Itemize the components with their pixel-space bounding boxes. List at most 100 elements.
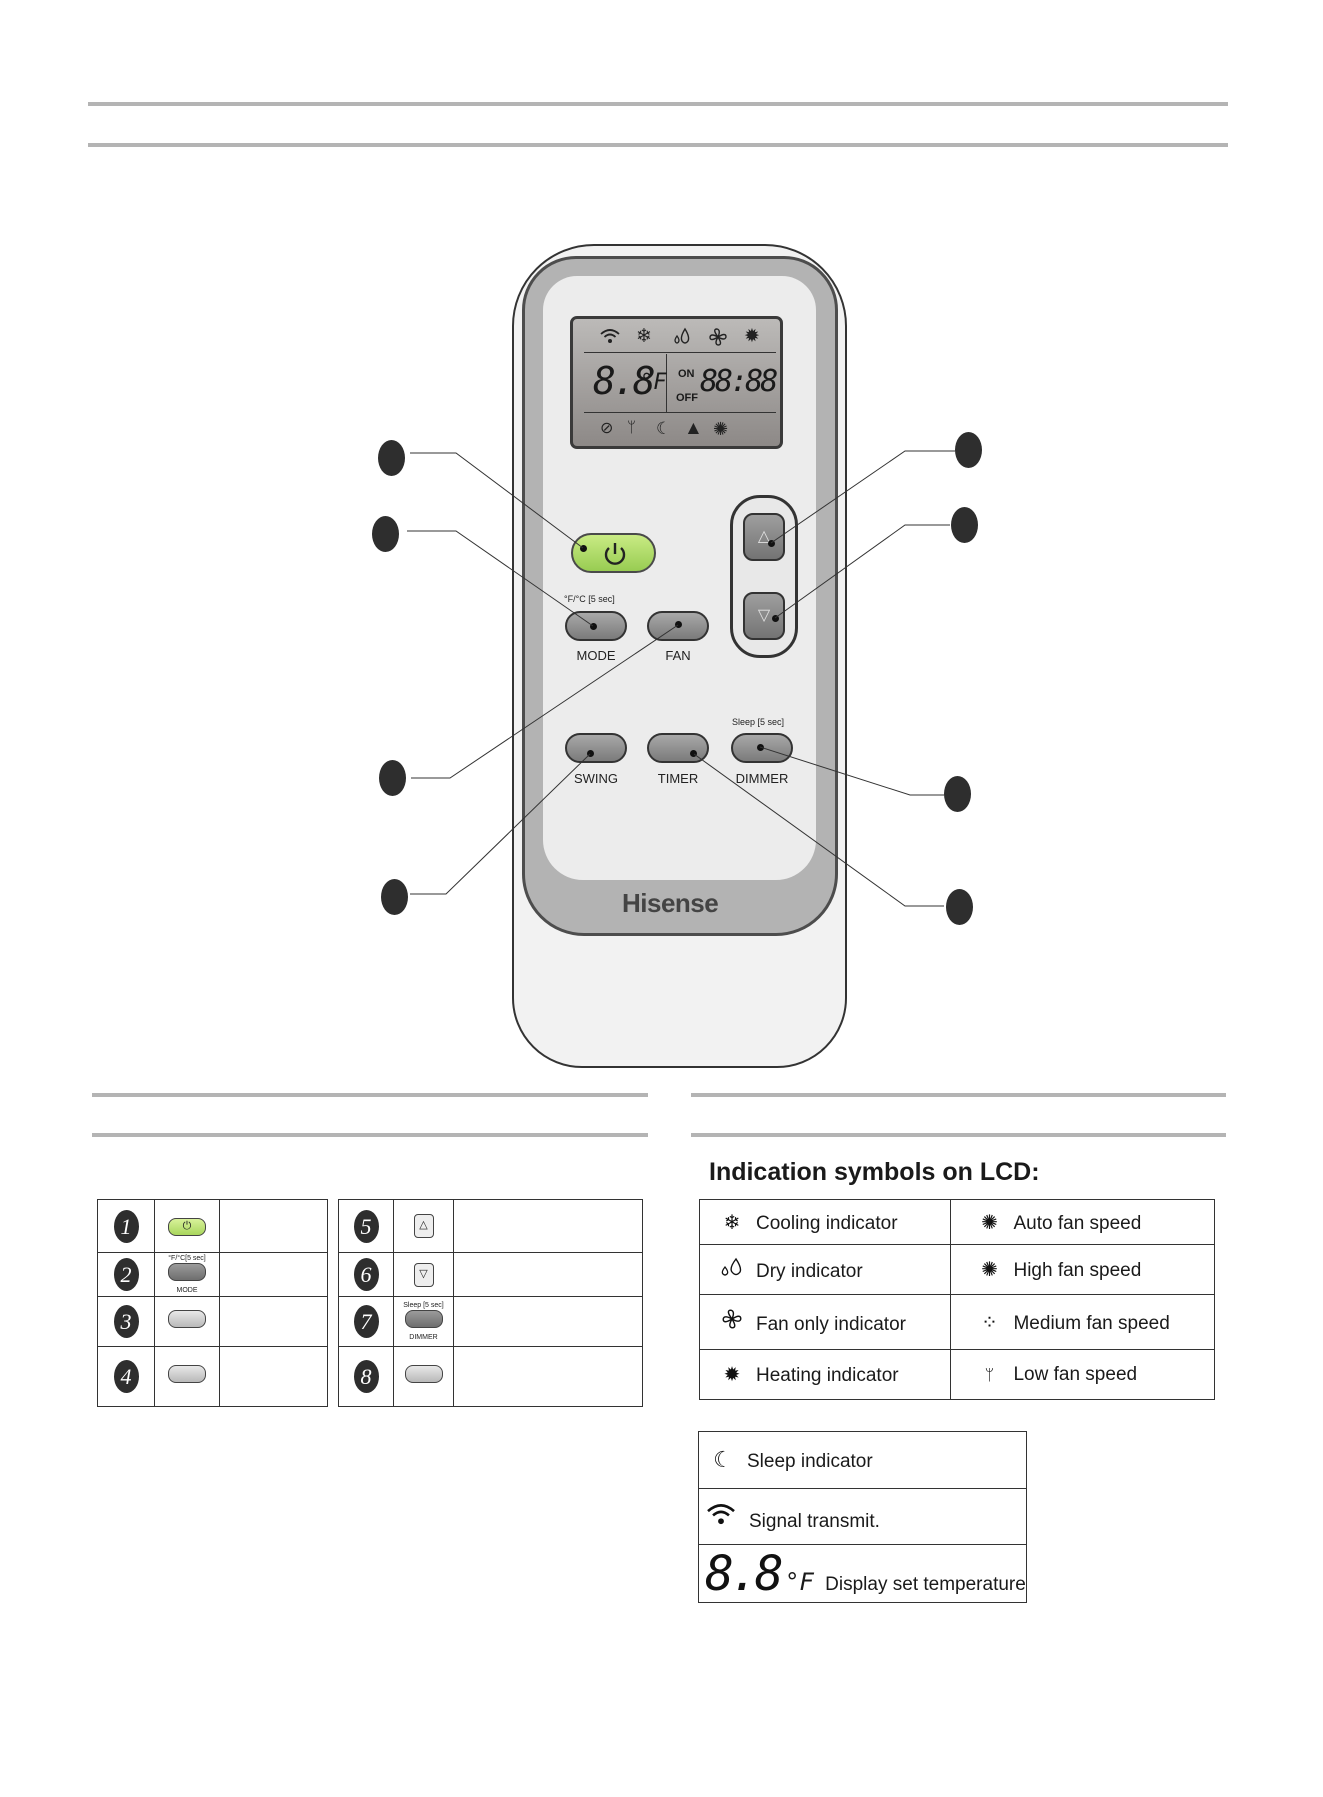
power-key-icon: ⏻ bbox=[168, 1218, 206, 1236]
table-row: Fan only indicator ⁘ Medium fan speed bbox=[698, 1294, 1215, 1350]
auto-fan-icon: ✺ bbox=[981, 1211, 998, 1234]
top-rule-1 bbox=[88, 102, 1228, 106]
swing-dot bbox=[587, 750, 594, 757]
table-row: ✹ Heating indicator ᛘ Low fan speed bbox=[698, 1349, 1215, 1400]
temp-digits-icon: 8.8 bbox=[705, 1545, 784, 1602]
callout-7 bbox=[944, 776, 971, 812]
table-row: Signal transmit. bbox=[698, 1488, 1027, 1545]
key-number-8: 8 bbox=[353, 1360, 379, 1393]
key-number-4: 4 bbox=[113, 1360, 139, 1393]
up-dot bbox=[768, 540, 775, 547]
drops-icon bbox=[672, 327, 692, 349]
table-row: 3 7 Sleep [5 sec] DIMMER bbox=[97, 1296, 643, 1347]
timer-label: TIMER bbox=[657, 771, 699, 786]
indication-title: Indication symbols on LCD: bbox=[709, 1158, 1040, 1186]
timer-dot bbox=[690, 750, 697, 757]
callout-8 bbox=[946, 889, 973, 925]
high-fan-icon: ✺ bbox=[981, 1259, 998, 1281]
sun-icon: ✹ bbox=[723, 1364, 741, 1386]
power-icon bbox=[600, 539, 630, 574]
key-number-6: 6 bbox=[353, 1258, 379, 1291]
dimmer-key-top-label: Sleep [5 sec] bbox=[403, 1302, 444, 1309]
table-row: 2 °F/°C[5 sec] MODE 6 ▽ bbox=[97, 1252, 643, 1297]
left-rule-1 bbox=[92, 1093, 648, 1097]
lcd-screen bbox=[570, 316, 783, 449]
left-rule-2 bbox=[92, 1133, 648, 1137]
dry-label: Dry indicator bbox=[756, 1260, 863, 1282]
table-row: 4 8 bbox=[97, 1346, 643, 1407]
right-rule-2 bbox=[691, 1133, 1226, 1137]
swing-label: SWING bbox=[573, 771, 619, 786]
sleep-icon: ☾ bbox=[713, 1447, 733, 1472]
dimmer-top-label: Sleep [5 sec] bbox=[732, 717, 785, 727]
key-number-7: 7 bbox=[353, 1305, 379, 1338]
timer-button[interactable] bbox=[647, 733, 709, 763]
key-number-2: 2 bbox=[113, 1258, 139, 1291]
dimmer-key-icon bbox=[404, 1310, 443, 1328]
right-rule-1 bbox=[691, 1093, 1226, 1097]
signal-icon bbox=[703, 1501, 739, 1533]
table-row: 1 ⏻ 5 △ bbox=[97, 1199, 643, 1253]
down-dot bbox=[772, 615, 779, 622]
low-fan-icon: ᛘ bbox=[984, 1366, 995, 1384]
lcd-divider-bottom bbox=[584, 412, 776, 413]
lcd-temp-digits: 8.8 bbox=[593, 359, 656, 403]
fan-dot bbox=[675, 621, 682, 628]
lcd-on-label: ON bbox=[678, 368, 695, 380]
callout-6 bbox=[951, 507, 978, 543]
up-key-icon: △ bbox=[413, 1214, 434, 1238]
mode-key-top-label: °F/°C[5 sec] bbox=[168, 1255, 206, 1262]
drops-icon bbox=[718, 1257, 746, 1283]
callout-5 bbox=[955, 432, 982, 468]
dimmer-label: DIMMER bbox=[735, 771, 789, 786]
swing-button[interactable] bbox=[565, 733, 627, 763]
mode-key-icon bbox=[168, 1263, 206, 1281]
fan-only-label: Fan only indicator bbox=[756, 1314, 906, 1335]
callout-2 bbox=[372, 516, 399, 552]
dimmer-key-bottom-label: DIMMER bbox=[409, 1334, 438, 1341]
auto-fan-icon: ✺ bbox=[713, 419, 729, 439]
signal-label: Signal transmit. bbox=[749, 1510, 880, 1532]
fan-label: FAN bbox=[665, 648, 691, 663]
snowflake-icon: ❄ bbox=[723, 1211, 741, 1234]
callout-1 bbox=[378, 440, 405, 476]
fan-key-icon bbox=[168, 1310, 206, 1328]
swing-key-icon bbox=[168, 1365, 206, 1383]
power-button[interactable] bbox=[571, 533, 656, 573]
table-row: ❄ Cooling indicator ✺ Auto fan speed bbox=[698, 1199, 1215, 1245]
callout-4 bbox=[381, 879, 408, 915]
timer-key-icon bbox=[404, 1365, 443, 1383]
fan-icon bbox=[718, 1308, 746, 1336]
lcd-off-label: OFF bbox=[676, 392, 698, 404]
heating-label: Heating indicator bbox=[756, 1365, 899, 1386]
medium-fan-icon: ⁘ bbox=[981, 1311, 998, 1334]
low-fan-icon: ᛘ bbox=[627, 419, 637, 436]
key-number-3: 3 bbox=[113, 1305, 139, 1338]
display-temp-label: Display set temperature bbox=[825, 1573, 1026, 1595]
table-row: Dry indicator ✺ High fan speed bbox=[698, 1244, 1215, 1295]
auto-fan-label: Auto fan speed bbox=[1013, 1212, 1142, 1234]
brand-logo: Hisense bbox=[622, 888, 719, 918]
power-dot bbox=[580, 545, 587, 552]
mode-button[interactable] bbox=[565, 611, 627, 641]
callout-3 bbox=[379, 760, 406, 796]
sleep-label: Sleep indicator bbox=[747, 1451, 873, 1472]
fan-icon bbox=[708, 327, 728, 351]
temp-unit-icon: °F bbox=[784, 1567, 814, 1596]
lcd-timer-digits: 88:88 bbox=[700, 364, 778, 399]
medium-fan-label: Medium fan speed bbox=[1013, 1312, 1170, 1334]
mode-label: MODE bbox=[576, 648, 616, 663]
triangle-icon: ▲ bbox=[684, 418, 703, 439]
cooling-label: Cooling indicator bbox=[756, 1212, 898, 1234]
temp-up-button[interactable]: △ bbox=[743, 513, 785, 561]
table-row: 8.8 °F Display set temperature bbox=[698, 1544, 1027, 1603]
low-fan-label: Low fan speed bbox=[1013, 1363, 1138, 1385]
mode-dot bbox=[590, 623, 597, 630]
lcd-temp-unit: °F bbox=[640, 370, 667, 395]
mode-key-bottom-label: MODE bbox=[176, 1287, 198, 1294]
mode-top-label: °F/°C [5 sec] bbox=[564, 594, 615, 604]
top-rule-2 bbox=[88, 143, 1228, 147]
signal-icon bbox=[599, 327, 621, 349]
high-fan-label: High fan speed bbox=[1013, 1260, 1142, 1281]
